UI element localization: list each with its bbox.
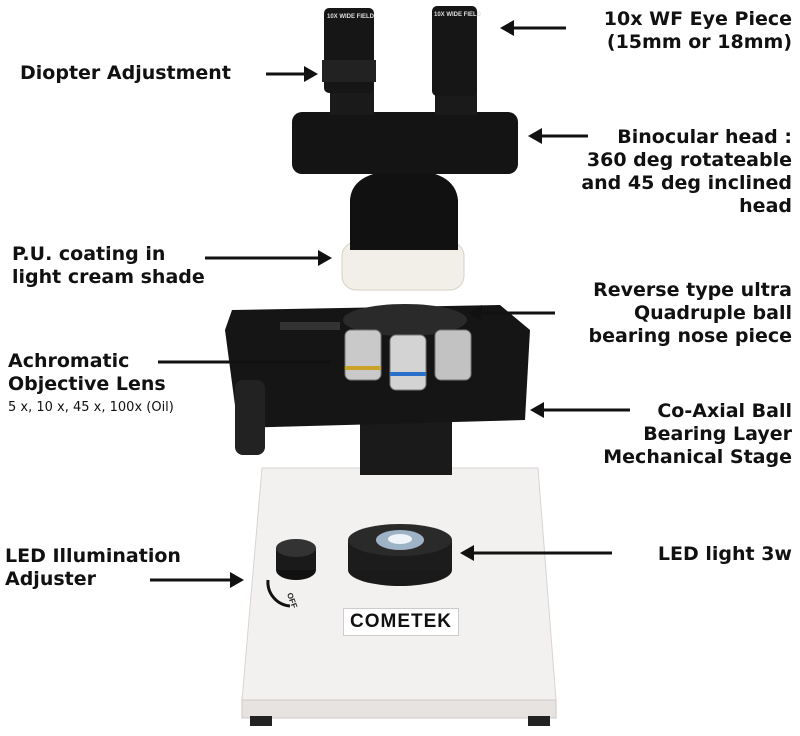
brand-logo: COMETEK xyxy=(343,608,459,636)
label-led-light: LED light 3w xyxy=(657,543,792,565)
label-line: P.U. coating in xyxy=(12,243,166,265)
label-line: head xyxy=(739,195,792,217)
label-line: (15mm or 18mm) xyxy=(606,31,792,53)
label-eyepiece: 10x WF Eye Piece (15mm or 18mm) xyxy=(604,8,792,54)
label-line: and 45 deg inclined xyxy=(581,172,792,194)
label-binocular-head: Binocular head : 360 deg rotateable and … xyxy=(581,126,792,218)
eyepiece-right xyxy=(432,6,477,96)
label-stage: Co-Axial Ball Bearing Layer Mechanical S… xyxy=(603,400,792,469)
label-line: 10x WF Eye Piece xyxy=(603,8,792,30)
eyepiece-marking-left: 10X WIDE FIELD xyxy=(327,14,375,20)
pointer-arrows xyxy=(150,20,630,588)
label-line: Quadruple ball xyxy=(633,302,792,324)
label-line: Binocular head : xyxy=(617,126,792,148)
label-diopter: Diopter Adjustment xyxy=(20,62,231,84)
label-line: Achromatic xyxy=(8,350,130,372)
label-nose-piece: Reverse type ultra Quadruple ball bearin… xyxy=(589,279,792,348)
objective-lenses xyxy=(344,329,472,391)
label-line: LED Illumination xyxy=(5,545,181,567)
label-line: bearing nose piece xyxy=(588,325,792,347)
objective-magnifications: 5 x, 10 x, 45 x, 100x (Oil) xyxy=(8,400,174,415)
label-line: light cream shade xyxy=(12,266,205,288)
label-line: Objective Lens xyxy=(8,373,166,395)
diopter-ring xyxy=(322,60,376,82)
nose-piece xyxy=(343,304,467,336)
label-led-adjuster: LED Illumination Adjuster xyxy=(5,545,181,591)
label-line: Adjuster xyxy=(5,568,96,590)
label-line: Bearing Layer xyxy=(643,423,792,445)
label-line: Co-Axial Ball xyxy=(657,400,792,422)
label-pu-coating: P.U. coating in light cream shade xyxy=(12,243,205,289)
pillar xyxy=(360,420,452,475)
label-line: Mechanical Stage xyxy=(603,446,792,468)
label-line: Reverse type ultra xyxy=(593,279,792,301)
eyepiece-marking-right: 10X WIDE FIELD xyxy=(434,12,482,18)
binocular-head xyxy=(292,112,518,174)
label-line: 360 deg rotateable xyxy=(586,149,792,171)
label-objective: Achromatic Objective Lens xyxy=(8,350,166,396)
